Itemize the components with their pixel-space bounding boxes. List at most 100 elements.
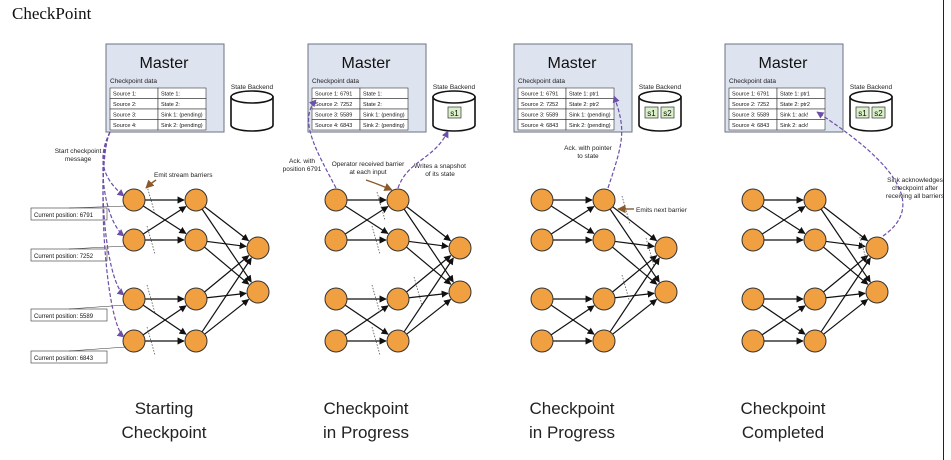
source-node [122,188,146,212]
state-backend-cylinder [638,96,682,132]
stream-barrier [621,195,631,225]
source-node [741,188,765,212]
emit-barriers-arrow [145,179,157,189]
emits-next-barrier-label: Emits next barrier [636,207,688,214]
checkpoint-row-state: Sink 2: (pending) [569,123,611,129]
source-node [741,287,765,311]
dataflow-edge [820,257,871,333]
source-node [324,287,348,311]
checkpoint-trigger-arrow [102,131,125,338]
dataflow-edge [612,246,658,285]
checkpoint-row-source: Source 1: 6791 [732,92,769,98]
dataflow-edge [406,246,452,285]
state-backend-cylinder [230,96,274,132]
state-backend-top [432,90,476,104]
sink-node [448,236,472,260]
checkpoint-row-source: Source 3: 5589 [521,113,558,119]
operator-node [803,329,827,353]
position-connector [68,245,127,250]
checkpoint-row-state: State 1: ptr1 [569,92,599,98]
checkpoint-row-state: Sink 1: (pending) [363,113,405,119]
dataflow-edge [204,298,250,335]
operator-node [184,329,208,353]
state-backend-top [230,90,274,104]
checkpoint-trigger-arrow [102,131,125,197]
ack-arrow [308,99,337,189]
operator-node [184,188,208,212]
sink-node [654,236,678,260]
sink-node [246,280,270,304]
stream-barrier [376,191,386,221]
source-node [530,287,554,311]
master-title: Master [548,55,598,72]
checkpoint-row-state: Sink 1: ack! [780,113,809,119]
checkpoint-cell-right [776,119,826,131]
operator-node [803,287,827,311]
checkpoint-row-state: Sink 1: (pending) [569,113,611,119]
checkpoint-row-source: Source 1: 6791 [521,92,558,98]
snapshot-box [660,106,675,119]
checkpoint-trigger-arrow [102,131,125,237]
checkpoint-row-source: Source 1: [113,92,137,98]
checkpoint-row-state: Sink 2: ack! [780,123,809,129]
operator-node [386,228,410,252]
sink-node [865,236,889,260]
operator-node [386,287,410,311]
dataflow-edge [550,206,595,235]
stream-barrier [645,237,655,267]
dataflow-edge [344,305,389,336]
checkpoint-row-state: State 2: [161,102,180,108]
checkpoint-data-label: Checkpoint data [518,78,565,85]
ack-pointer-arrow [607,95,623,189]
operator-node [184,287,208,311]
sink-node [654,280,678,304]
checkpoint-row-source: Source 3: 5589 [315,113,352,119]
source-node [530,188,554,212]
dataflow-edge [204,246,250,285]
dataflow-edge [761,206,806,235]
checkpoint-row-state: Sink 2: (pending) [161,123,203,129]
source-node [324,329,348,353]
checkpoint-row-state: State 2: ptr2 [569,102,599,108]
state-backend-label: State Backend [433,84,476,91]
dataflow-edge [408,240,449,250]
stream-barrier [621,274,631,304]
operator-node [386,188,410,212]
state-backend-label: State Backend [639,84,682,91]
operator-node [592,228,616,252]
dataflow-edge [206,240,247,250]
checkpoint-row-state: State 1: [161,92,180,98]
dataflow-edge [142,305,187,336]
operator-node [592,329,616,353]
position-connector [68,346,127,352]
sink-ack-arrow [816,111,904,237]
checkpoint-row-source: Source 3: 5589 [732,113,769,119]
checkpoint-data-label: Checkpoint data [312,78,359,85]
checkpoint-row-source: Source 4: 6843 [732,123,769,129]
dataflow-edge [142,206,187,235]
stream-barrier [146,326,156,356]
stream-barrier [413,276,423,306]
source-node [324,188,348,212]
current-position-label: Current position: 5589 [34,314,94,320]
checkpoint-row-source: Source 2: [113,102,137,108]
checkpoint-data-label: Checkpoint data [729,78,776,85]
master-title: Master [140,55,190,72]
page-title: CheckPoint [12,4,92,23]
dataflow-edge [614,240,655,250]
position-connector [68,205,127,209]
received-barrier-arrow [365,179,393,191]
stream-barrier [146,225,156,255]
